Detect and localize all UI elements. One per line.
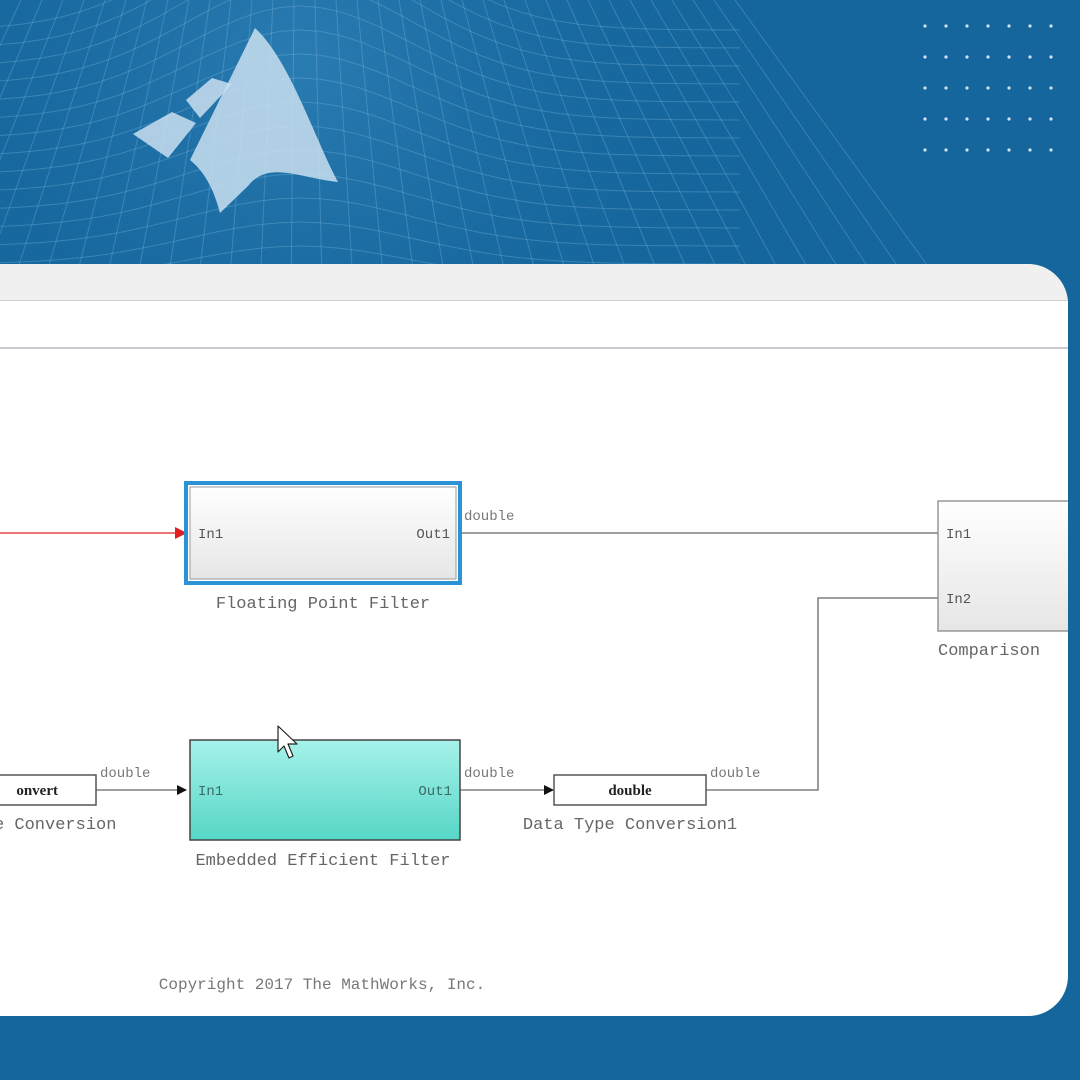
efficient-out-signal-label: double: [464, 766, 514, 782]
floating-point-filter-block[interactable]: In1 Out1: [184, 481, 462, 585]
mouse-pointer-icon: [277, 725, 298, 759]
wireframe-mesh: [0, 0, 953, 301]
data-type-conversion-block[interactable]: onvert: [0, 774, 97, 806]
matlab-logo-icon: [133, 28, 338, 213]
simulink-window: In1 Out1 Floating Point Filter double In…: [0, 264, 1068, 1016]
toolbar: [0, 264, 1068, 301]
dot-grid: [923, 24, 1053, 152]
efficient-filter-out-port: Out1: [418, 784, 452, 800]
floating-filter-out-port: Out1: [416, 527, 450, 543]
signal-line-convert1-to-comparison[interactable]: [706, 593, 957, 791]
conversion-block-text: onvert: [16, 783, 58, 799]
floating-filter-in-port: In1: [198, 527, 223, 543]
conversion1-out-signal-label: double: [710, 766, 760, 782]
conversion1-block-label: Data Type Conversion1: [523, 816, 737, 835]
comparison-in2-port: In2: [946, 592, 971, 608]
floating-filter-label: Floating Point Filter: [216, 595, 430, 614]
conversion1-block-text: double: [608, 783, 652, 799]
floating-out-signal-label: double: [464, 509, 514, 525]
comparison-block[interactable]: In1 In2: [937, 500, 1068, 632]
conversion-out-signal-label: double: [100, 766, 150, 782]
efficient-filter-label: Embedded Efficient Filter: [195, 852, 450, 871]
comparison-label: Comparison: [938, 642, 1040, 661]
efficient-filter-in-port: In1: [198, 784, 223, 800]
menu-bar: [0, 301, 1068, 349]
model-canvas[interactable]: In1 Out1 Floating Point Filter double In…: [0, 264, 1068, 1016]
copyright-text: Copyright 2017 The MathWorks, Inc.: [159, 976, 485, 994]
comparison-in1-port: In1: [946, 527, 971, 543]
conversion-block-label: e Conversion: [0, 816, 116, 835]
data-type-conversion1-block[interactable]: double: [553, 774, 707, 806]
embedded-efficient-filter-block[interactable]: In1 Out1: [189, 739, 461, 841]
